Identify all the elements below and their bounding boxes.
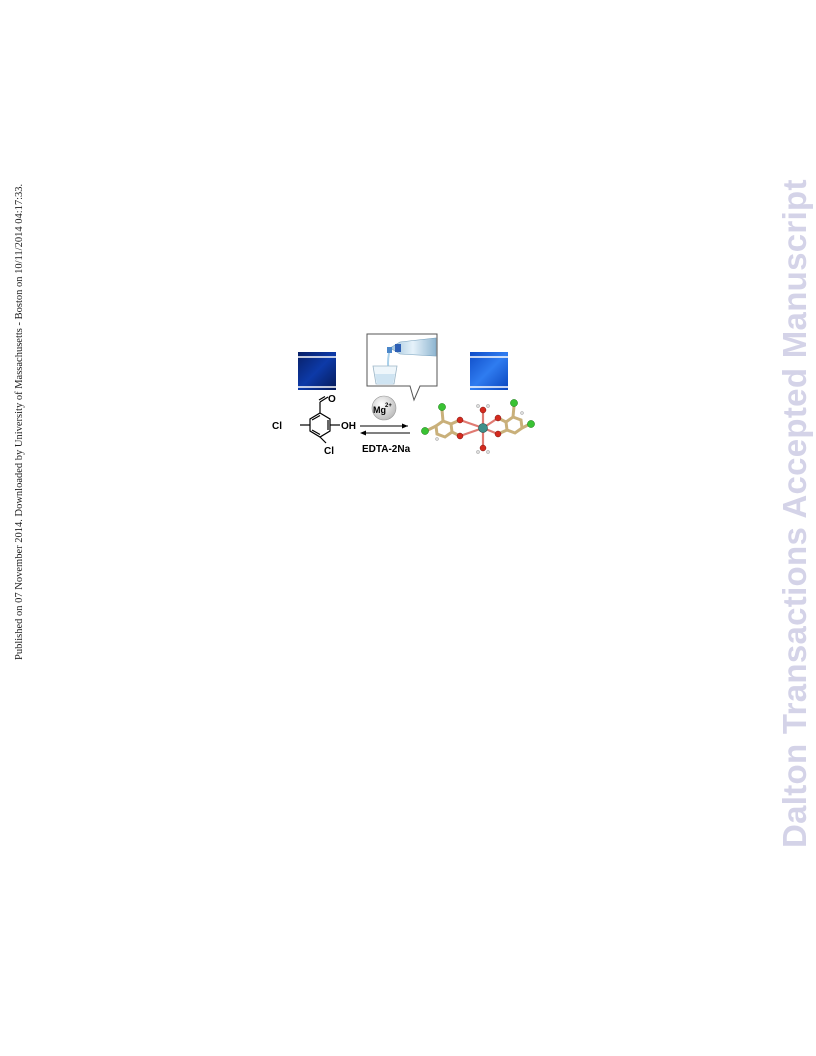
atom-label-cl-bottom: Cl: [324, 446, 334, 457]
publication-note: Published on 07 November 2014. Downloade…: [14, 183, 25, 660]
atom-label-aldehyde-o: O: [328, 394, 336, 405]
reaction-scheme: O OH Cl Cl Mg 2+ EDTA-2Na: [272, 333, 535, 457]
mg-label: Mg: [373, 405, 386, 415]
mg-ion-icon: Mg 2+: [371, 395, 397, 421]
mg-complex-crystal-structure: [421, 399, 535, 454]
cuvette-after: [470, 352, 508, 390]
cuvette-before: [298, 352, 336, 390]
accepted-manuscript-watermark: Dalton Transactions Accepted Manuscript: [776, 179, 813, 848]
mineral-water-callout: [366, 333, 438, 402]
atom-label-oh: OH: [341, 421, 356, 432]
water-bottle-icon: [387, 337, 437, 373]
atom-label-cl-left: Cl: [272, 421, 282, 432]
glass-icon: [372, 365, 398, 385]
edta-label: EDTA-2Na: [362, 444, 411, 455]
equilibrium-arrows: [360, 423, 410, 436]
reactant-structure: [300, 395, 340, 444]
mg-charge: 2+: [385, 403, 392, 409]
